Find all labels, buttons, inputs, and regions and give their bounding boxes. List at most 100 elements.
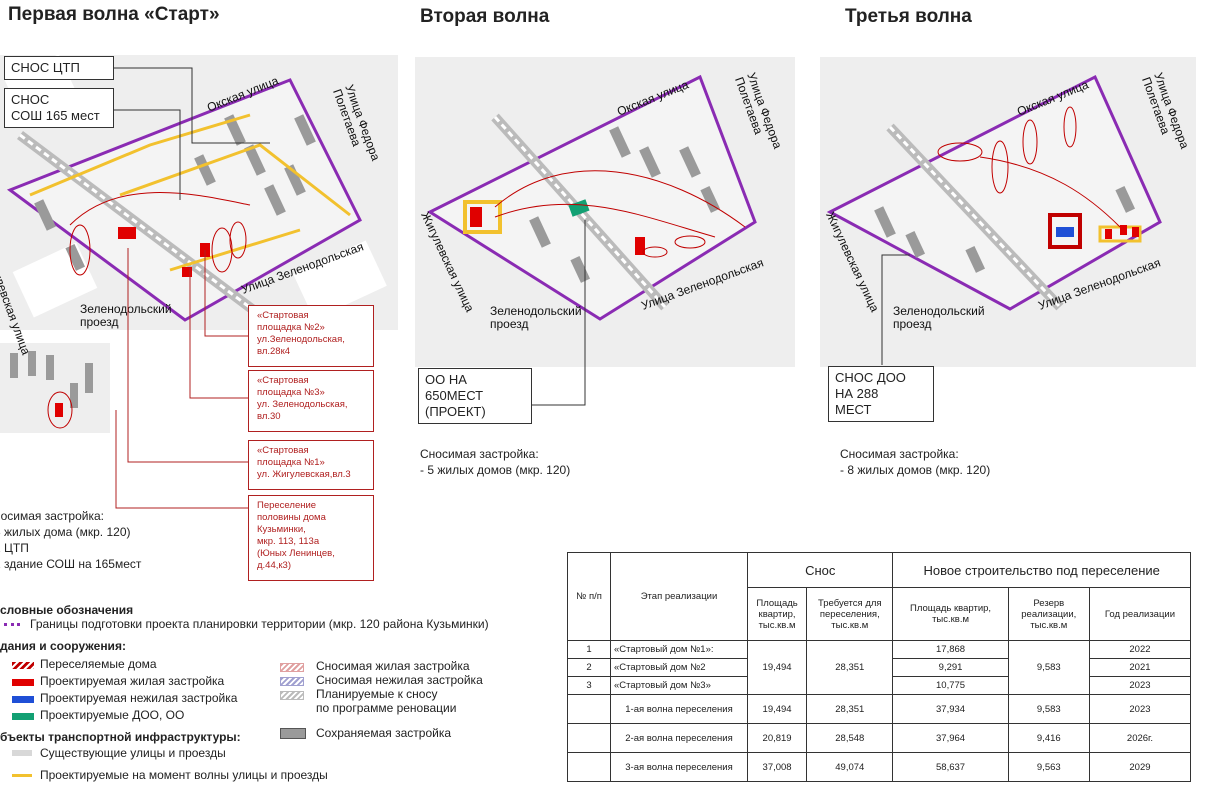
legend-resettled: Переселяемые дома [40, 657, 157, 671]
residential-swatch [12, 679, 34, 686]
existing-streets-swatch [12, 750, 32, 756]
header-stage: Этап реализации [610, 552, 748, 641]
wave1-inset-map [0, 343, 110, 433]
legend-boundary: Границы подготовки проекта планировки те… [30, 617, 489, 631]
row3-stage: «Стартовый дом №3» [610, 676, 748, 695]
kept-swatch [280, 728, 306, 739]
boundary-swatch [4, 623, 20, 629]
header-reserve: Резерв реализации, тыс.кв.м [1007, 587, 1090, 641]
street-zelenodolsky-3: Зеленодольский проезд [893, 304, 985, 331]
start-site-2-box: «Стартовая площадка №2» ул.Зеленодольска… [248, 305, 374, 367]
demolished-nonres-swatch [280, 677, 304, 686]
row2-stage: «Стартовый дом №2 [610, 658, 748, 677]
resettlement-box: Переселение половины дома Кузьминки, мкр… [248, 495, 374, 581]
wave1-demolition-note: носимая застройка: 3 жилых дома (мкр. 12… [0, 509, 142, 571]
wave2-area: 20,819 [746, 723, 808, 753]
row3-new-area: 10,775 [892, 676, 1009, 695]
header-year: Год реализации [1088, 587, 1192, 641]
wave2-required: 28,548 [806, 723, 894, 753]
wave2-callout-line [520, 220, 586, 406]
header-num: № п/п [567, 552, 611, 641]
table-row: 3-ая волна переселения 37,008 49,074 58,… [567, 752, 1192, 782]
callout-school: СНОС СОШ 165 мест [4, 88, 114, 128]
wave2-new-area: 37,964 [892, 723, 1009, 753]
table-row: 1 «Стартовый дом №1»: 19,494 28,351 17,8… [567, 640, 1192, 695]
merged-area: 19,494 [746, 640, 808, 695]
row2-new-area: 9,291 [892, 658, 1009, 677]
wave2-map-graphic [426, 74, 757, 321]
header-demolition: Снос [746, 552, 894, 588]
resettlement-table: № п/п Этап реализации Снос Новое строите… [567, 552, 1192, 782]
wave2-title: Вторая волна [420, 6, 550, 27]
demolished-res-swatch [280, 663, 304, 672]
row2-num: 2 [567, 658, 611, 677]
legend-renovation: Планируемые к сносу по программе реновац… [316, 687, 457, 715]
row1-num: 1 [567, 640, 611, 659]
wave1-callout-lines [112, 67, 270, 509]
legend-transport-heading: бъекты транспортной инфраструктуры: [0, 730, 241, 744]
wave3-callout-line [881, 254, 910, 365]
row2-year: 2021 [1088, 658, 1192, 677]
nonresidential-swatch [12, 696, 34, 703]
legend-existing-streets: Существующие улицы и проезды [40, 746, 226, 760]
wave2-year: 2026г. [1088, 723, 1192, 753]
table-row: 2-ая волна переселения 20,819 28,548 37,… [567, 723, 1192, 753]
legend-heading: словные обозначения [0, 603, 134, 617]
legend-residential: Проектируемая жилая застройка [40, 674, 225, 688]
wave3-reserve: 9,563 [1007, 752, 1090, 782]
merged-required: 28,351 [806, 640, 894, 695]
row1-stage: «Стартовый дом №1»: [610, 640, 748, 659]
table-row: 2 «Стартовый дом №2 9,291 2021 [567, 658, 1192, 677]
wave2-stage: 2-ая волна переселения [610, 723, 748, 753]
wave2-demolition-note: Сносимая застройка: - 5 жилых домов (мкр… [420, 447, 571, 477]
wave3-demolition-note: Сносимая застройка: - 8 жилых домов (мкр… [840, 447, 991, 477]
merged-reserve: 9,583 [1007, 640, 1090, 695]
legend-demolished-nonres: Сносимая нежилая застройка [316, 673, 483, 687]
start-site-3-box: «Стартовая площадка №3» ул. Зеленодольск… [248, 370, 374, 432]
boundary [426, 74, 757, 321]
wave3-area: 37,008 [746, 752, 808, 782]
header-required: Требуется для переселения, тыс.кв.м [806, 587, 894, 641]
wave3-year: 2029 [1088, 752, 1192, 782]
boundary [826, 74, 1162, 311]
wave3-map [820, 57, 1196, 367]
boundary [6, 78, 362, 322]
renovation-swatch [280, 691, 304, 700]
wave1-title: Первая волна «Старт» [8, 4, 220, 25]
row3-num: 3 [567, 676, 611, 695]
wave3-stage: 3-ая волна переселения [610, 752, 748, 782]
planned-streets-swatch [12, 774, 32, 777]
legend-demolished-res: Сносимая жилая застройка [316, 659, 470, 673]
planned-streets [29, 113, 351, 272]
wave1-reserve: 9,583 [1007, 694, 1090, 724]
legend-nonresidential: Проектируемая нежилая застройка [40, 691, 238, 705]
legend-kept: Сохраняемая застройка [316, 726, 452, 740]
wave1-new-area: 37,934 [892, 694, 1009, 724]
kept-buildings [34, 114, 316, 271]
row1-year: 2022 [1088, 640, 1192, 659]
wave2-reserve: 9,416 [1007, 723, 1090, 753]
header-area: Площадь квартир, тыс.кв.м [746, 587, 808, 641]
wave2-map [415, 57, 795, 367]
wave1-year: 2023 [1088, 694, 1192, 724]
resettled-swatch [12, 662, 34, 669]
callout-school-650: ОО НА 650МЕСТ (ПРОЕКТ) [418, 368, 532, 424]
callout-kindergarten: СНОС ДОО НА 288 МЕСТ [828, 366, 934, 422]
table-subheader-row: Площадь квартир, тыс.кв.м Требуется для … [568, 587, 1192, 641]
header-new-area: Площадь квартир, тыс.кв.м [892, 587, 1009, 641]
wave3-required: 49,074 [806, 752, 894, 782]
legend-buildings-heading: дания и сооружения: [0, 639, 126, 653]
callout-ctp: СНОС ЦТП [4, 56, 114, 80]
header-newbuild: Новое строительство под переселение [892, 552, 1191, 588]
street-zelenodolsky-2: Зеленодольский проезд [490, 304, 582, 331]
wave3-title: Третья волна [845, 6, 972, 27]
row1-new-area: 17,868 [892, 640, 1009, 659]
start-site-1-box: «Стартовая площадка №1» ул. Жигулевская,… [248, 440, 374, 490]
row3-year: 2023 [1088, 676, 1192, 695]
wave1-required: 28,351 [806, 694, 894, 724]
wave3-map-graphic [826, 74, 1162, 311]
inset-graphic [10, 351, 93, 429]
resettlement-arrows [69, 192, 251, 276]
kindergarten-swatch [12, 713, 34, 720]
